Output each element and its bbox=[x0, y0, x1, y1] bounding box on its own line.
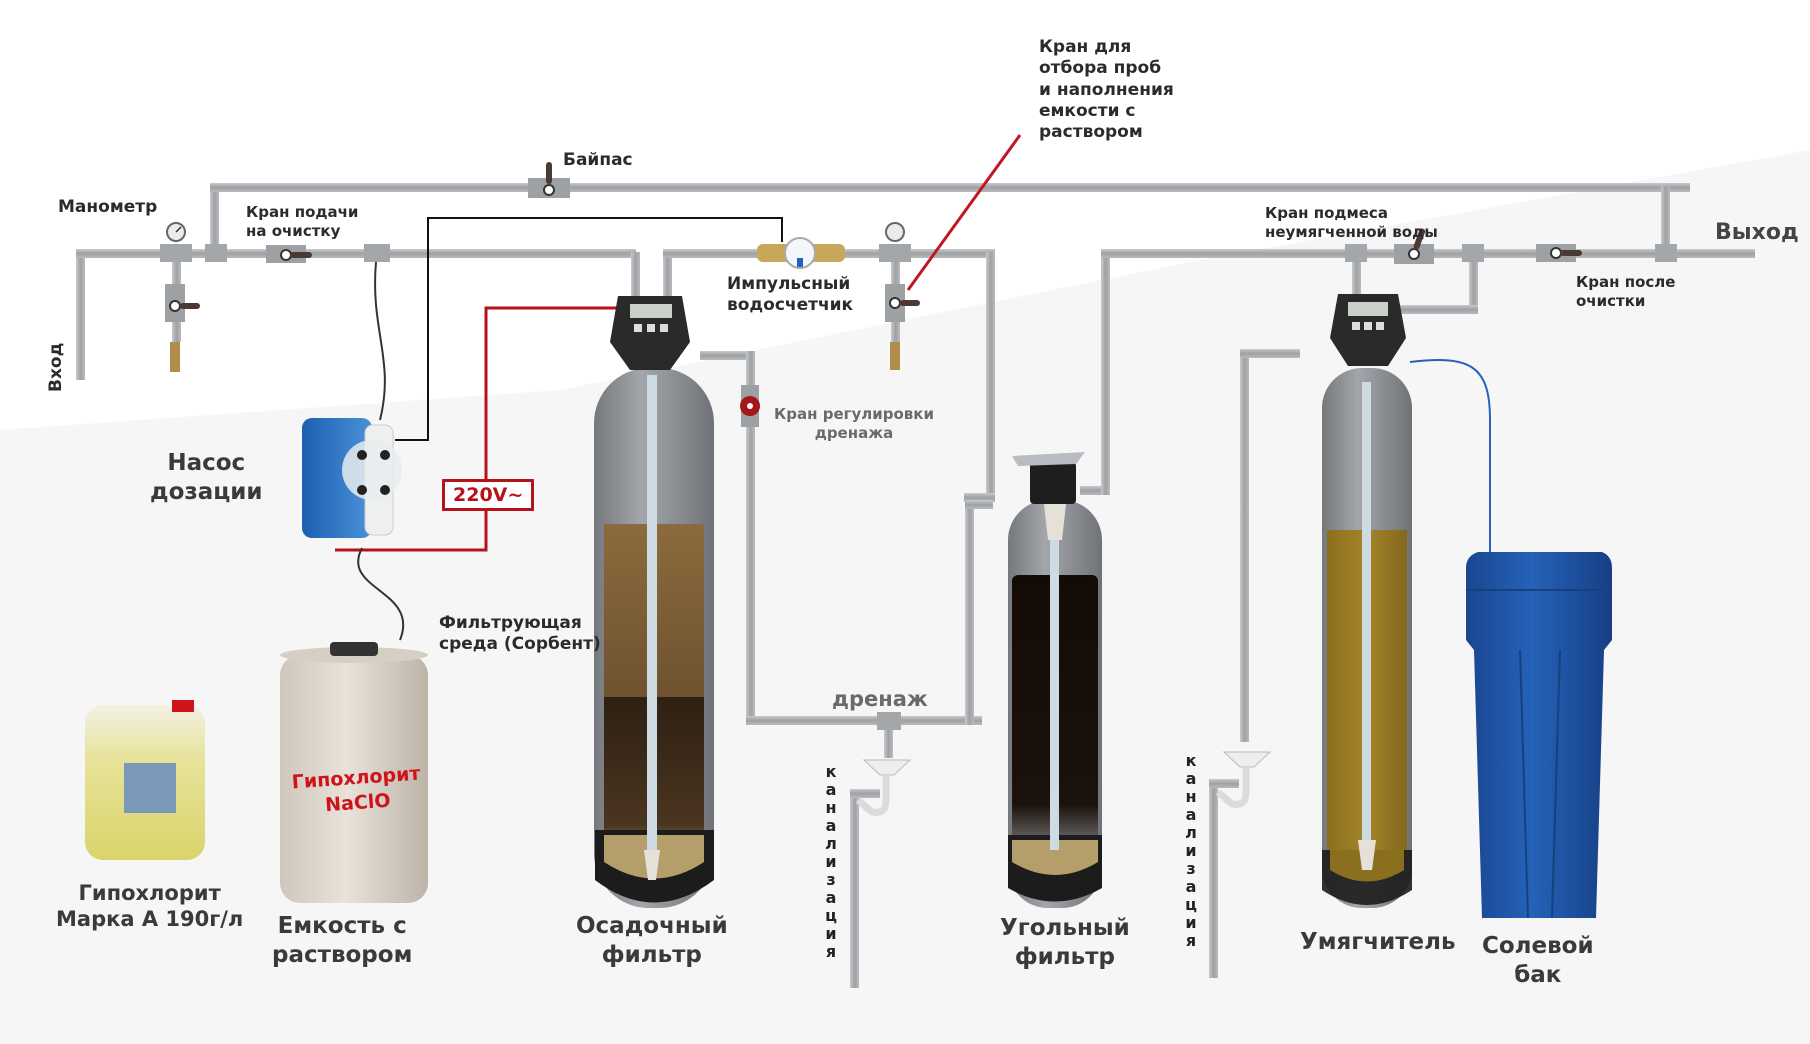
solution-tank-print: Гипохлорит NaClO bbox=[291, 762, 422, 816]
drain-regulator-label: Кран регулировки дренажа bbox=[774, 405, 934, 442]
sewer-label-2: канализация bbox=[1185, 751, 1197, 950]
sediment-control-head[interactable] bbox=[610, 296, 690, 370]
pump-suction-hose bbox=[374, 261, 386, 421]
outlet-label: Выход bbox=[1715, 220, 1799, 245]
drain-label: дренаж bbox=[832, 687, 928, 711]
hypochlorite-canister bbox=[85, 700, 205, 860]
after-treatment-valve[interactable] bbox=[1536, 244, 1582, 262]
softener-control-head[interactable] bbox=[1330, 294, 1406, 366]
sediment-filter-label: Осадочный фильтр bbox=[576, 913, 728, 968]
brine-tank bbox=[1466, 552, 1612, 919]
canister-label: Гипохлорит Марка А 190г/л bbox=[56, 881, 244, 932]
softener-tank bbox=[1322, 368, 1412, 908]
signal-wire bbox=[395, 217, 783, 441]
drain-funnel-2 bbox=[1215, 751, 1272, 808]
feed-valve[interactable] bbox=[266, 245, 312, 263]
drain-regulator-valve[interactable] bbox=[740, 385, 760, 427]
inlet-label: Вход bbox=[46, 342, 66, 392]
sewer-label-1: канализация bbox=[825, 762, 837, 961]
drain-funnel-1 bbox=[855, 759, 912, 816]
after-valve-label: Кран после очистки bbox=[1576, 273, 1676, 310]
sediment-filter-tank bbox=[594, 368, 714, 908]
solution-tank-label: Емкость с раствором bbox=[272, 913, 413, 968]
dosing-pump[interactable] bbox=[302, 418, 402, 538]
sample-valve-label: Кран для отбора проб и наполнения емкост… bbox=[1039, 37, 1174, 142]
carbon-filter-tank bbox=[1008, 500, 1102, 908]
feed-valve-label: Кран подачи на очистку bbox=[246, 203, 359, 240]
sample-valve[interactable] bbox=[885, 222, 920, 370]
bypass-valve[interactable] bbox=[528, 162, 570, 198]
voltage-box: 220V~ bbox=[442, 479, 535, 511]
dosing-tube bbox=[357, 547, 405, 641]
pulse-water-meter[interactable] bbox=[757, 237, 845, 269]
sample-pointer-line bbox=[906, 134, 1022, 291]
solution-tank bbox=[280, 642, 428, 903]
brine-tank-label: Солевой бак bbox=[1482, 933, 1594, 988]
softener-label: Умягчитель bbox=[1300, 929, 1456, 955]
carbon-filter-label: Угольный фильтр bbox=[1000, 915, 1130, 970]
inlet-drain-valve[interactable] bbox=[165, 284, 200, 372]
bypass-label: Байпас bbox=[563, 150, 633, 170]
brine-line bbox=[1409, 359, 1491, 560]
pulse-meter-label: Импульсный водосчетчик bbox=[727, 274, 854, 316]
manometer-label: Манометр bbox=[58, 197, 158, 217]
carbon-control-head[interactable] bbox=[1012, 452, 1085, 540]
dosing-pump-label: Насос дозации bbox=[150, 450, 263, 505]
mix-valve[interactable] bbox=[1394, 228, 1434, 264]
mix-valve-label: Кран подмеса неумягченной воды bbox=[1265, 204, 1438, 241]
filter-media-label: Фильтрующая среда (Сорбент) bbox=[439, 613, 601, 655]
manometer-gauge[interactable] bbox=[166, 222, 186, 242]
